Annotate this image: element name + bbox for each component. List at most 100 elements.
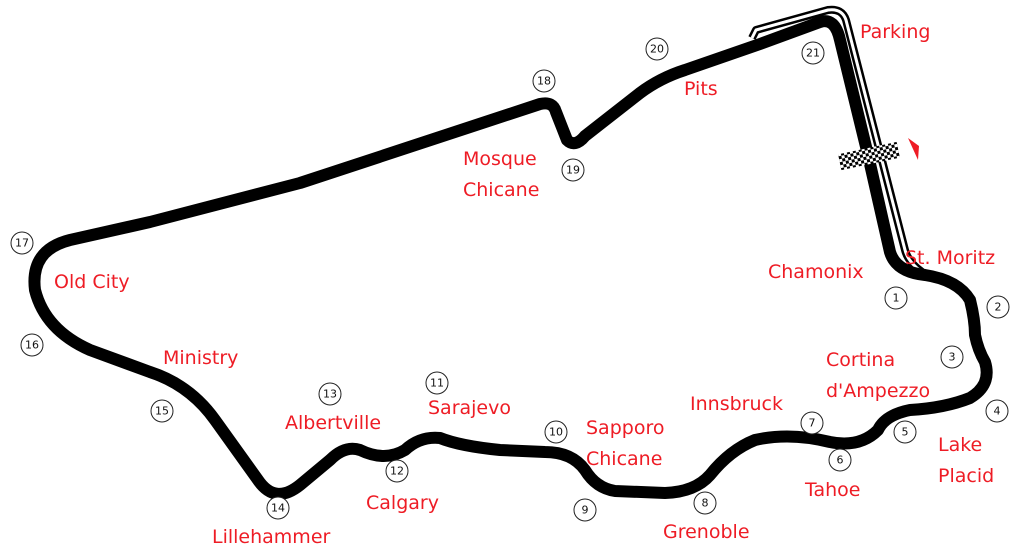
turn-marker-circle [425, 371, 449, 395]
corner-label-line: Chicane [463, 179, 539, 201]
corner-label-pits: Pits [684, 78, 718, 100]
turn-marker-circle [544, 420, 568, 444]
corner-label-ministry: Ministry [163, 347, 238, 369]
turn-marker: 21 [801, 41, 825, 65]
corner-label-grenoble: Grenoble [663, 521, 750, 543]
turn-marker-circle [985, 399, 1009, 423]
turn-number: 4 [994, 405, 1001, 418]
turn-marker-circle [986, 295, 1010, 319]
corner-label-line: Lillehammer [212, 526, 331, 547]
turn-marker-circle [266, 496, 290, 520]
turn-marker-circle [10, 231, 34, 255]
turn-number: 12 [390, 465, 404, 478]
turn-marker: 2 [986, 295, 1010, 319]
turn-number: 14 [271, 502, 285, 515]
corner-label-sarajevo: Sarajevo [428, 397, 511, 419]
turn-number: 10 [549, 426, 563, 439]
corner-label-line: Old City [54, 271, 130, 293]
turn-number: 7 [809, 417, 816, 430]
turn-marker: 13 [318, 382, 342, 406]
turn-number: 8 [702, 497, 709, 510]
turn-marker: 9 [573, 498, 597, 522]
turn-marker-circle [940, 345, 964, 369]
pit-lane-inner [750, 8, 923, 274]
turn-number: 19 [566, 164, 580, 177]
turn-number: 20 [650, 43, 664, 56]
turn-marker-circle [884, 286, 908, 310]
race-track [28, 15, 993, 500]
turn-marker: 6 [828, 448, 852, 472]
corner-label-line: Grenoble [663, 521, 750, 543]
corner-label-line: Albertville [285, 412, 381, 434]
turn-marker: 17 [10, 231, 34, 255]
turn-number: 6 [837, 454, 844, 467]
corner-label-calgary: Calgary [366, 492, 439, 514]
turn-number: 5 [902, 426, 909, 439]
turn-number: 11 [430, 377, 444, 390]
turn-marker-circle [20, 333, 44, 357]
turn-marker: 3 [940, 345, 964, 369]
turn-marker: 8 [693, 491, 717, 515]
corner-label-line: Cortina [826, 349, 895, 371]
turn-number: 21 [806, 47, 820, 60]
turn-marker-circle [800, 411, 824, 435]
turn-number: 18 [537, 75, 551, 88]
turn-marker-circle [893, 420, 917, 444]
turn-number: 13 [323, 388, 337, 401]
turn-marker: 19 [561, 158, 585, 182]
turn-marker-circle [693, 491, 717, 515]
corner-label-lillehammer: Lillehammer [212, 526, 331, 547]
corner-label-line: Tahoe [804, 479, 860, 501]
corner-label-line: Pits [684, 78, 718, 100]
turn-marker-circle [801, 41, 825, 65]
corner-label-line: Chicane [586, 448, 662, 470]
turn-marker: 18 [532, 69, 556, 93]
corner-label-line: Ministry [163, 347, 238, 369]
corner-label-line: Sarajevo [428, 397, 511, 419]
turn-number: 15 [155, 405, 169, 418]
turn-marker: 5 [893, 420, 917, 444]
turn-number: 2 [995, 301, 1002, 314]
turn-number: 3 [949, 351, 956, 364]
turn-marker: 1 [884, 286, 908, 310]
corner-label-line: Mosque [463, 148, 537, 170]
corner-label-line: d'Ampezzo [826, 380, 930, 402]
turn-marker: 11 [425, 371, 449, 395]
turn-marker-circle [645, 37, 669, 61]
turn-marker: 10 [544, 420, 568, 444]
turn-marker-circle [573, 498, 597, 522]
corner-label-line: Lake [938, 434, 982, 456]
corner-label-tahoe: Tahoe [804, 479, 860, 501]
corner-label-albertville: Albertville [285, 412, 381, 434]
turn-marker: 12 [385, 459, 409, 483]
corner-label-chamonix: Chamonix [768, 261, 864, 283]
turn-marker-circle [828, 448, 852, 472]
corner-label-line: Calgary [366, 492, 439, 514]
turn-marker-circle [150, 399, 174, 423]
corner-label-line: Chamonix [768, 261, 864, 283]
turn-marker-circle [561, 158, 585, 182]
turn-number: 9 [582, 504, 589, 517]
turn-marker-circle [318, 382, 342, 406]
turn-number: 16 [25, 339, 39, 352]
turn-number: 17 [15, 237, 29, 250]
turn-marker: 16 [20, 333, 44, 357]
turn-marker: 7 [800, 411, 824, 435]
turn-number: 1 [893, 292, 900, 305]
turn-marker: 15 [150, 399, 174, 423]
corner-label-innsbruck: Innsbruck [690, 393, 783, 415]
corner-label-cortina: Cortina d'Ampezzo [826, 349, 930, 402]
red-arrowhead-icon [908, 138, 919, 160]
corner-label-parking: Parking [860, 21, 930, 43]
turn-marker-circle [385, 459, 409, 483]
turn-marker: 4 [985, 399, 1009, 423]
corner-label-st-moritz: St. Moritz [905, 247, 995, 269]
corner-label-old-city: Old City [54, 271, 130, 293]
corner-label-line: Placid [938, 465, 994, 487]
turn-marker-circle [532, 69, 556, 93]
corner-label-line: Sapporo [586, 417, 664, 439]
